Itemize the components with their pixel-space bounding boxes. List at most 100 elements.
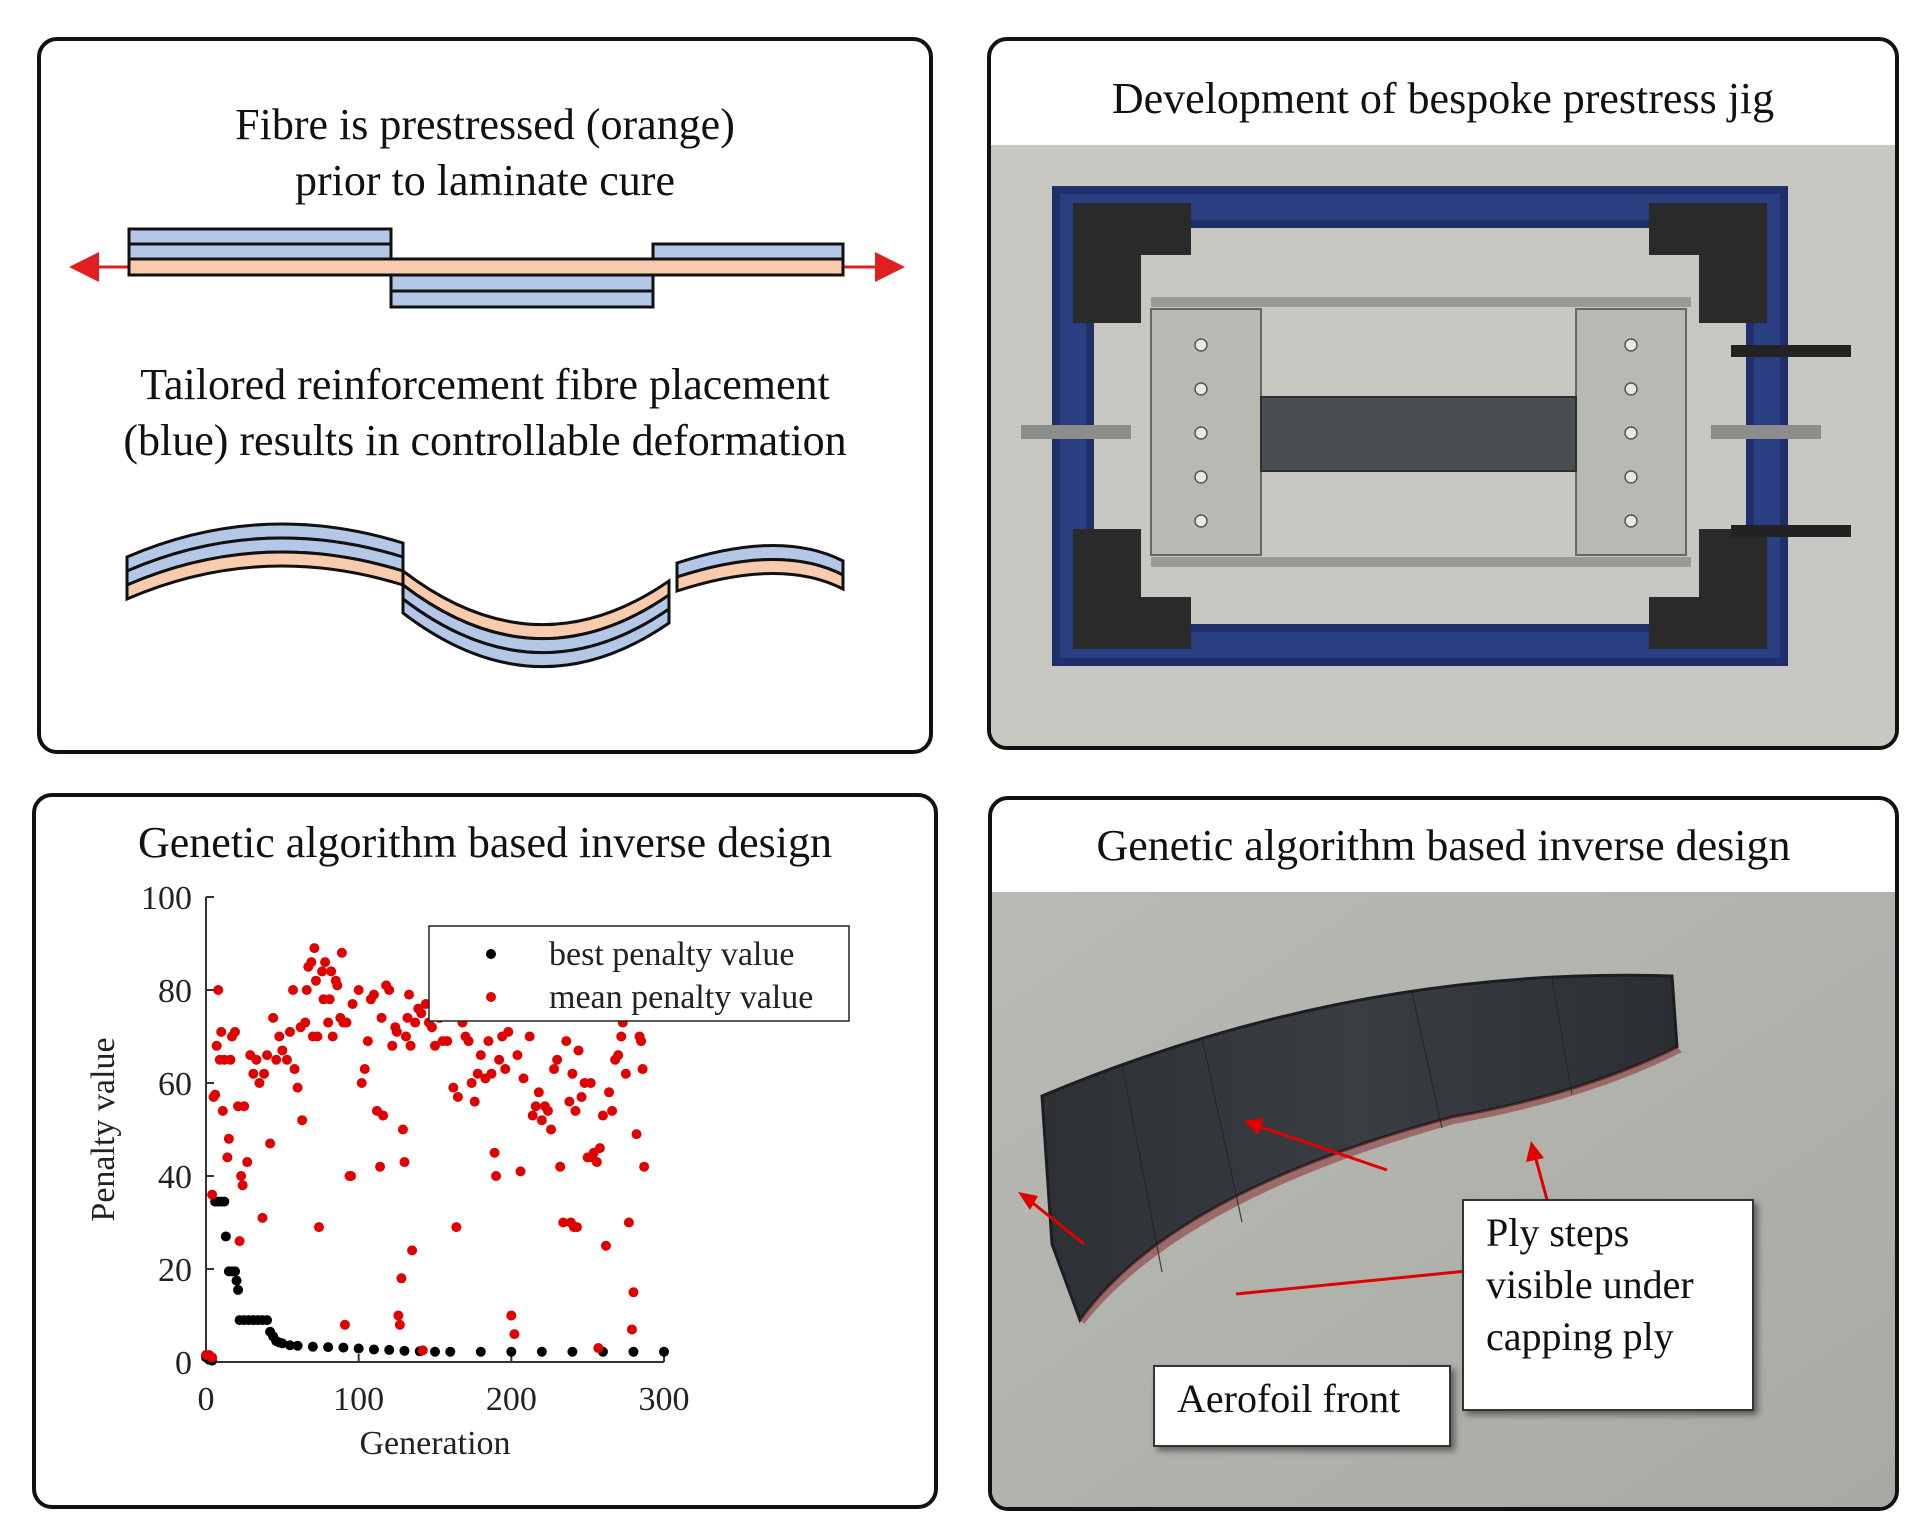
mean-penalty-point <box>536 1115 547 1126</box>
best-penalty-series <box>201 1196 669 1366</box>
mean-penalty-point <box>211 1040 222 1051</box>
mean-penalty-point <box>631 1129 642 1140</box>
jig-panel-title: Development of bespoke prestress jig <box>1111 74 1775 123</box>
ply-steps-callout: Ply steps visible under capping ply <box>1462 1199 1754 1411</box>
mean-penalty-point <box>533 1087 544 1098</box>
prestress-caption-line-2: prior to laminate cure <box>295 156 675 205</box>
mean-penalty-point <box>397 1124 408 1135</box>
mean-penalty-point <box>591 1157 602 1168</box>
reinforcement-caption-line-1: Tailored reinforcement fibre placement <box>140 360 830 409</box>
aerofoil-front-callout: Aerofoil front <box>1153 1365 1451 1447</box>
mean-penalty-point <box>426 1022 437 1033</box>
best-penalty-point <box>445 1346 456 1357</box>
mean-penalty-point <box>274 1031 285 1042</box>
mean-penalty-point <box>310 975 321 986</box>
mean-penalty-point <box>237 1180 248 1191</box>
mean-penalty-point <box>327 1031 338 1042</box>
curved-ply-right-core <box>675 558 845 594</box>
mean-penalty-point <box>407 1245 418 1256</box>
mean-penalty-point <box>512 1050 523 1061</box>
chart-legend: best penalty value mean penalty value <box>428 925 850 1022</box>
mean-penalty-point <box>402 1012 413 1023</box>
legend-label: mean penalty value <box>549 979 813 1016</box>
mean-penalty-point <box>506 1310 517 1321</box>
mean-penalty-point <box>561 1036 572 1047</box>
mean-penalty-point <box>491 1171 502 1181</box>
best-penalty-point <box>628 1346 639 1357</box>
mean-penalty-point <box>339 1319 350 1330</box>
mean-penalty-point <box>297 1115 308 1126</box>
mean-penalty-point <box>378 1110 389 1121</box>
mean-penalty-point <box>472 1068 483 1079</box>
best-penalty-point <box>567 1346 578 1357</box>
mean-penalty-point <box>300 1017 311 1028</box>
mean-penalty-point <box>239 1101 250 1112</box>
mean-penalty-point <box>483 1036 494 1047</box>
deformed-laminate <box>125 522 845 668</box>
mean-penalty-point <box>639 1161 650 1172</box>
mean-penalty-point <box>313 1222 324 1233</box>
mean-penalty-point <box>356 1078 367 1088</box>
prestress-caption: Fibre is prestressed (orange) prior to l… <box>41 97 929 209</box>
mean-penalty-point <box>524 1031 535 1042</box>
mean-penalty-point <box>503 1026 514 1037</box>
y-tick-label: 60 <box>158 1066 192 1103</box>
best-penalty-point <box>384 1344 395 1355</box>
mean-penalty-point <box>600 1240 611 1251</box>
best-penalty-point <box>475 1346 486 1357</box>
mean-penalty-point <box>394 1319 405 1330</box>
best-penalty-point <box>368 1344 379 1355</box>
mean-penalty-point <box>359 1064 370 1075</box>
mean-penalty-point <box>309 943 320 954</box>
mean-penalty-point <box>289 1064 300 1075</box>
mean-penalty-point <box>248 1068 259 1079</box>
top-ply-left-inner <box>127 242 393 261</box>
mean-penalty-point <box>271 1054 282 1065</box>
mean-penalty-point <box>417 1345 428 1356</box>
mean-penalty-point <box>466 1078 477 1088</box>
prestress-jig-photo <box>991 145 1895 746</box>
legend-marker <box>486 949 496 959</box>
prestress-caption-line-1: Fibre is prestressed (orange) <box>235 100 735 149</box>
mean-penalty-point <box>312 1031 323 1042</box>
mean-penalty-point <box>604 1087 615 1098</box>
mean-penalty-point <box>384 985 395 995</box>
mean-penalty-series <box>201 943 654 1363</box>
best-penalty-point <box>338 1342 349 1353</box>
mean-penalty-point <box>527 1110 538 1121</box>
best-penalty-point <box>659 1346 669 1357</box>
mean-penalty-point <box>613 1050 624 1061</box>
mean-penalty-point <box>362 1036 373 1047</box>
mean-penalty-point <box>546 1124 557 1135</box>
mean-penalty-point <box>571 1222 582 1233</box>
best-penalty-point <box>399 1345 410 1356</box>
mean-penalty-point <box>326 966 337 977</box>
top-ply-left-outer <box>127 227 393 246</box>
mean-penalty-point <box>628 1287 639 1298</box>
mean-penalty-point <box>486 1068 497 1079</box>
mean-penalty-point <box>469 1096 480 1107</box>
mean-penalty-point <box>393 1310 404 1321</box>
mean-penalty-point <box>509 1329 520 1340</box>
y-tick-label: 40 <box>158 1159 192 1196</box>
y-tick-label: 80 <box>158 973 192 1010</box>
mean-penalty-point <box>500 1064 511 1075</box>
mean-penalty-point <box>341 1017 352 1028</box>
curved-ply-middle-2 <box>401 595 671 668</box>
y-axis-label: Penalty value <box>85 1037 122 1221</box>
mean-penalty-point <box>405 1040 416 1051</box>
y-tick-label: 0 <box>175 1345 192 1382</box>
mean-penalty-point <box>475 1050 486 1061</box>
flat-laminate <box>69 227 905 309</box>
mean-penalty-point <box>515 1166 526 1177</box>
best-penalty-point <box>219 1196 230 1207</box>
mean-penalty-point <box>375 1161 386 1172</box>
aerofoil-panel: Genetic algorithm based inverse design <box>988 796 1899 1511</box>
mean-penalty-point <box>251 1054 262 1065</box>
mean-penalty-point <box>347 998 358 1009</box>
legend-label: best penalty value <box>549 936 794 973</box>
mean-penalty-point <box>623 1217 634 1228</box>
mean-penalty-point <box>637 1064 648 1075</box>
